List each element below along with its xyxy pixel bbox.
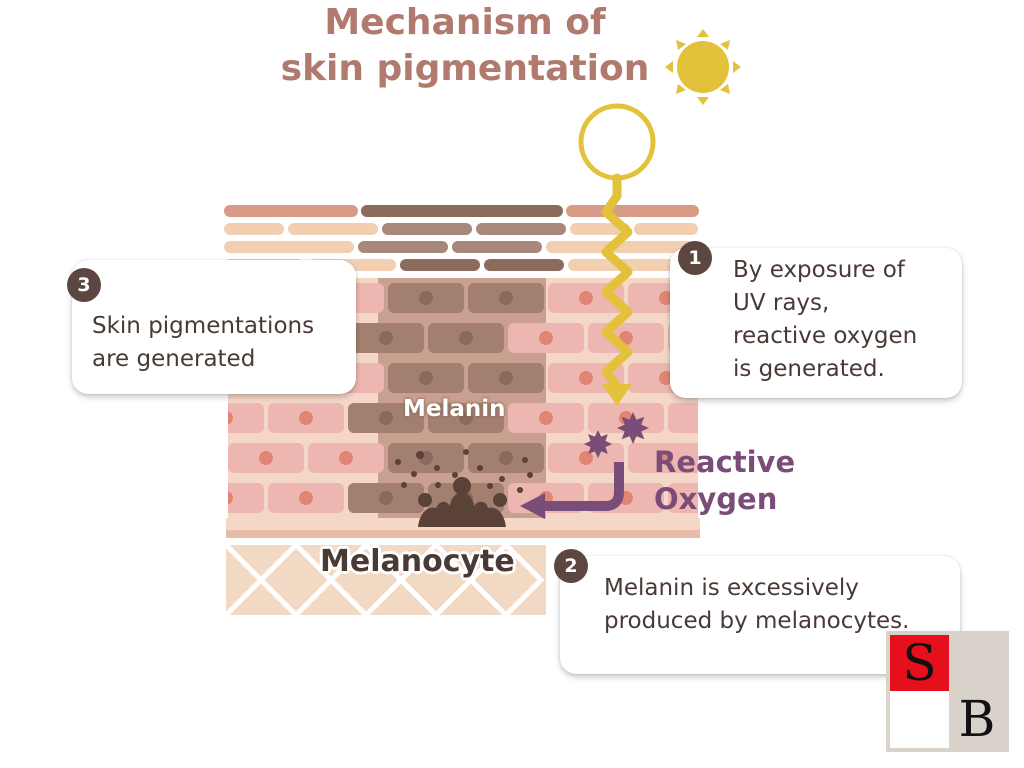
step-2-card: Melanin is excessively produced by melan…: [560, 556, 960, 674]
cell-nucleus: [579, 451, 593, 465]
cell-nucleus: [419, 291, 433, 305]
cell-nucleus: [379, 331, 393, 345]
melanin-label: Melanin: [403, 396, 506, 422]
step-1-text: By exposure of UV rays, reactive oxygen …: [733, 257, 918, 382]
sun-icon: [665, 29, 741, 105]
sb-logo: S B: [886, 631, 1009, 752]
cell-nucleus: [499, 291, 513, 305]
logo-letter-s: S: [890, 635, 949, 691]
logo-white-block: [890, 691, 949, 748]
cell-nucleus: [299, 411, 313, 425]
skin-cell: [668, 483, 698, 513]
cell-nucleus: [379, 411, 393, 425]
reactive-oxygen-arrow: [520, 462, 624, 519]
melanin-granules: [395, 449, 533, 493]
cell-nucleus: [299, 491, 313, 505]
step-3-card: Skin pigmentations are generated: [72, 260, 356, 394]
cell-nucleus: [579, 291, 593, 305]
cell-nucleus: [339, 451, 353, 465]
logo-letter-b: B: [958, 690, 996, 748]
cell-nucleus: [699, 411, 713, 425]
reactive-oxygen-icon: [584, 412, 649, 458]
cell-nucleus: [659, 291, 673, 305]
step-3-text: Skin pigmentations are generated: [92, 313, 315, 372]
step-3-badge: 3: [67, 268, 101, 302]
skin-cell: [668, 403, 698, 433]
basement-line: [226, 530, 700, 538]
step-2-text: Melanin is excessively produced by melan…: [604, 575, 910, 634]
step-1-badge: 1: [678, 241, 712, 275]
cell-nucleus: [459, 411, 473, 425]
cell-nucleus: [499, 371, 513, 385]
skin-cell: [228, 403, 264, 433]
melanocyte-label: Melanocyte: [320, 544, 515, 579]
dermis: [226, 545, 546, 615]
cell-nucleus: [499, 451, 513, 465]
cell-nucleus: [659, 451, 673, 465]
skin-cell: [228, 483, 264, 513]
cell-nucleus: [228, 411, 233, 425]
melanocyte-cell: [418, 477, 507, 527]
cell-nucleus: [579, 371, 593, 385]
reactive-oxygen-label-line-2: Oxygen: [654, 482, 778, 516]
reactive-oxygen-label-line-1: Reactive: [654, 445, 796, 479]
reactive-oxygen-label: Reactive Oxygen: [654, 444, 795, 518]
cell-nucleus: [659, 371, 673, 385]
cell-nucleus: [379, 491, 393, 505]
uv-ray: [578, 103, 656, 406]
cell-nucleus: [419, 371, 433, 385]
title-line-2: skin pigmentation: [280, 48, 650, 89]
cell-nucleus: [539, 331, 553, 345]
step-1-card: By exposure of UV rays, reactive oxygen …: [670, 248, 962, 398]
cell-nucleus: [459, 331, 473, 345]
cell-nucleus: [228, 491, 233, 505]
title-line-1: Mechanism of: [324, 2, 606, 43]
page-title: Mechanism of skin pigmentation: [250, 0, 680, 92]
cell-nucleus: [539, 411, 553, 425]
step-2-badge: 2: [554, 549, 588, 583]
cell-nucleus: [259, 451, 273, 465]
